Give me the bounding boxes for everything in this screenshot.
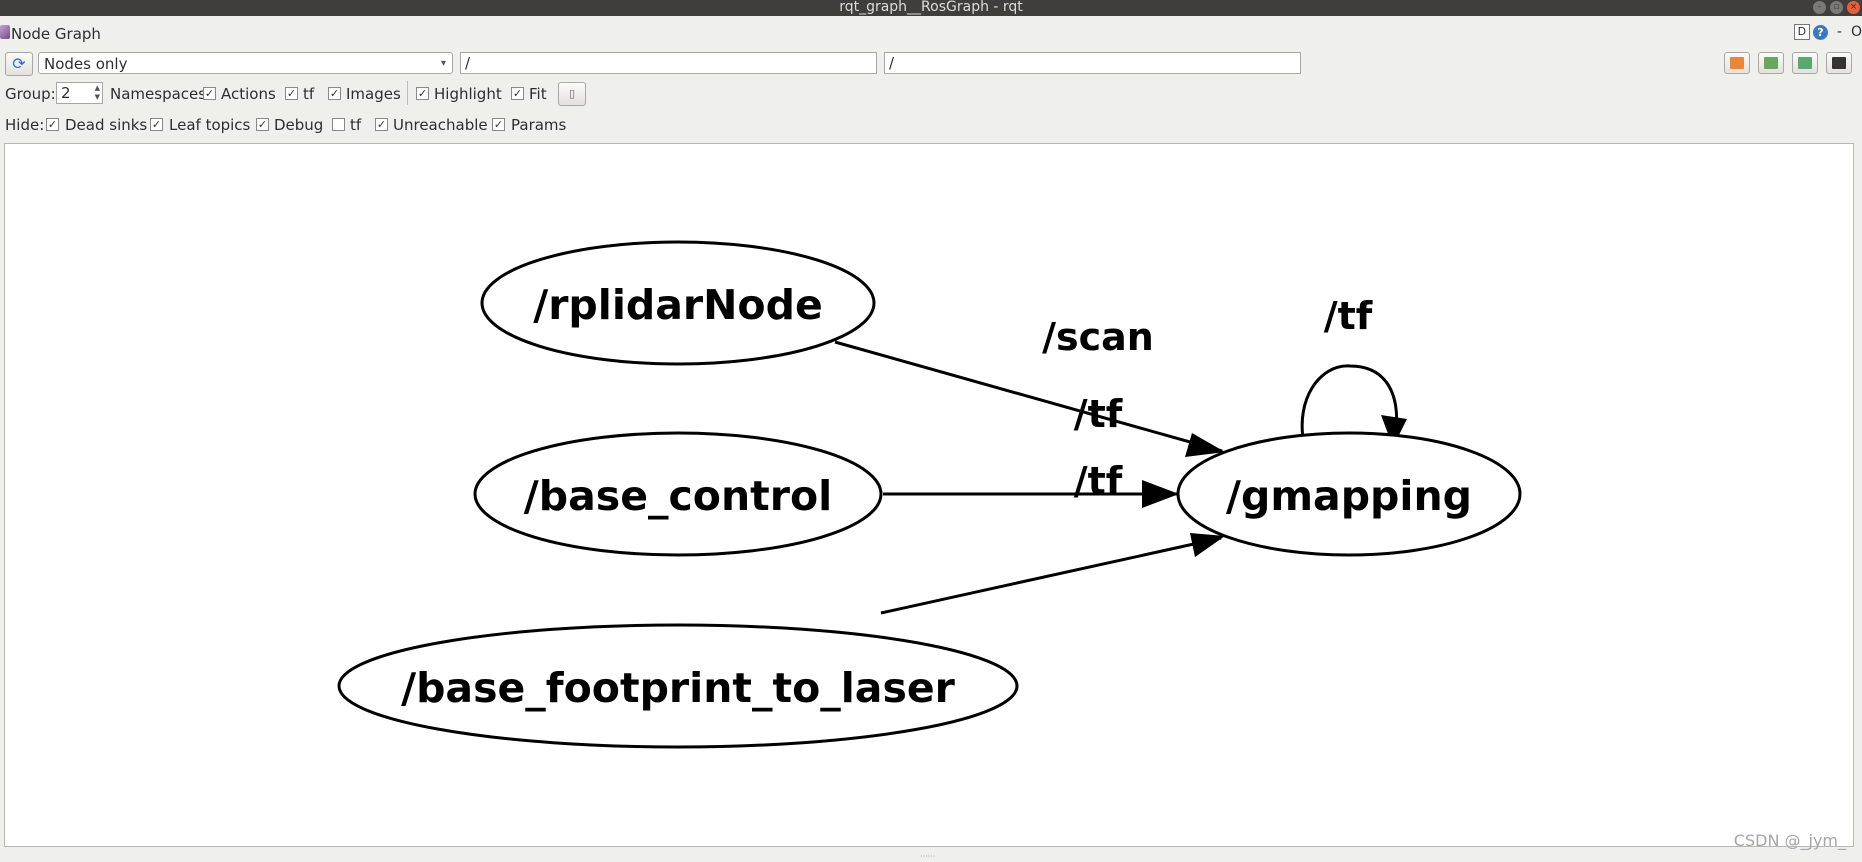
node-rplidar[interactable]: /rplidarNode	[480, 240, 876, 366]
window-titlebar: rqt_graph__RosGraph - rqt – ▫ ×	[0, 0, 1862, 16]
fit-label: Fit	[529, 85, 547, 103]
node-base-control[interactable]: /base_control	[473, 431, 883, 557]
plugin-header-controls: D ? - O	[1793, 24, 1862, 40]
save-svg-icon	[1798, 57, 1812, 69]
tf-checkbox[interactable]: ✓	[285, 87, 298, 100]
minimize-plugin-button[interactable]: -	[1836, 24, 1842, 40]
namespaces-checkbox[interactable]: ✓	[203, 87, 216, 100]
debug-label: Debug	[274, 116, 324, 134]
window-controls: – ▫ ×	[1813, 1, 1860, 14]
node-label-base-control: /base_control	[524, 472, 832, 520]
save-image-button[interactable]	[1826, 52, 1852, 74]
edge-label-tf-2: /tf	[1074, 459, 1123, 503]
fit-checkbox[interactable]: ✓	[511, 87, 524, 100]
leaf-topics-checkbox[interactable]: ✓	[150, 118, 163, 131]
options-separator	[407, 81, 408, 105]
graph-mode-select[interactable]: Nodes only ▾	[38, 52, 453, 74]
edge-label-tf-self: /tf	[1324, 294, 1373, 338]
plugin-title: Node Graph	[11, 25, 101, 43]
actions-label: Actions	[221, 85, 276, 103]
plugin-icon	[0, 25, 10, 39]
node-filter-input[interactable]	[460, 52, 877, 74]
params-checkbox[interactable]: ✓	[492, 118, 505, 131]
group-label: Group:	[5, 85, 56, 103]
hide-row: Hide: ✓ Dead sinks ✓ Leaf topics ✓ Debug…	[0, 112, 1862, 136]
debug-checkbox[interactable]: ✓	[256, 118, 269, 131]
refresh-button[interactable]: ⟳	[5, 52, 33, 76]
namespaces-label: Namespaces	[110, 85, 207, 103]
screen-icon	[1832, 57, 1846, 69]
fit-icon: ▯	[568, 87, 576, 100]
unreachable-checkbox[interactable]: ✓	[375, 118, 388, 131]
edge-tf-self-loop[interactable]: /tf	[1300, 294, 1407, 447]
edge-scan[interactable]: /scan	[834, 315, 1225, 457]
chevron-down-icon: ▾	[440, 58, 446, 69]
unreachable-label: Unreachable	[393, 116, 488, 134]
watermark: CSDN @_jym_	[1733, 831, 1846, 850]
load-dot-button[interactable]	[1724, 52, 1750, 74]
group-value: 2	[61, 84, 71, 102]
graph-mode-value: Nodes only	[44, 55, 128, 73]
hide-tf-checkbox[interactable]	[332, 118, 345, 131]
window-title: rqt_graph__RosGraph - rqt	[839, 0, 1023, 15]
highlight-label: Highlight	[434, 85, 502, 103]
images-checkbox[interactable]: ✓	[328, 87, 341, 100]
close-plugin-button[interactable]: O	[1850, 24, 1862, 40]
graph-canvas[interactable]: /scan /tf /tf /tf /rplidarNode /base_con…	[4, 143, 1854, 847]
spin-down-icon[interactable]: ▼	[94, 93, 100, 101]
dead-sinks-label: Dead sinks	[65, 116, 148, 134]
refresh-icon: ⟳	[12, 54, 26, 73]
topic-filter-input[interactable]	[884, 52, 1301, 74]
fit-in-view-button[interactable]: ▯	[558, 82, 586, 106]
node-label-rplidar: /rplidarNode	[533, 281, 823, 329]
hide-tf-label: tf	[350, 116, 362, 134]
tf-label: tf	[303, 85, 315, 103]
edge-label-scan: /scan	[1042, 315, 1154, 359]
options-row: Group: 2 ▲ ▼ Namespaces ✓ Actions ✓ tf ✓…	[0, 81, 1862, 107]
ros-graph: /scan /tf /tf /tf /rplidarNode /base_con…	[337, 240, 1522, 749]
graph-toolbar: ⟳ Nodes only ▾	[0, 50, 1862, 76]
resize-grip[interactable]: ······	[920, 852, 936, 861]
highlight-checkbox[interactable]: ✓	[416, 87, 429, 100]
hide-label: Hide:	[5, 116, 45, 134]
minimize-icon[interactable]: –	[1813, 1, 1826, 14]
edge-tf-base-control[interactable]: /tf	[883, 392, 1179, 508]
edge-label-tf-1: /tf	[1074, 392, 1123, 436]
plugin-header: Node Graph D ? - O	[0, 22, 1862, 46]
images-label: Images	[346, 85, 401, 103]
params-label: Params	[511, 116, 567, 134]
spin-up-icon[interactable]: ▲	[94, 84, 100, 92]
group-spinbox[interactable]: 2 ▲ ▼	[56, 82, 103, 104]
node-label-gmapping: /gmapping	[1226, 472, 1472, 520]
node-gmapping[interactable]: /gmapping	[1176, 431, 1522, 557]
leaf-topics-label: Leaf topics	[169, 116, 251, 134]
close-icon[interactable]: ×	[1847, 1, 1860, 14]
maximize-icon[interactable]: ▫	[1830, 1, 1843, 14]
node-base-footprint[interactable]: /base_footprint_to_laser	[337, 623, 1019, 749]
help-icon[interactable]: ?	[1812, 24, 1828, 40]
dead-sinks-checkbox[interactable]: ✓	[46, 118, 59, 131]
dock-icon[interactable]: D	[1793, 24, 1810, 40]
folder-icon	[1730, 57, 1744, 69]
edge-tf-footprint[interactable]: /tf	[880, 459, 1225, 615]
save-svg-button[interactable]	[1792, 52, 1818, 74]
save-dot-button[interactable]	[1758, 52, 1784, 74]
node-label-base-footprint: /base_footprint_to_laser	[401, 664, 956, 712]
save-image-icon	[1764, 57, 1778, 69]
